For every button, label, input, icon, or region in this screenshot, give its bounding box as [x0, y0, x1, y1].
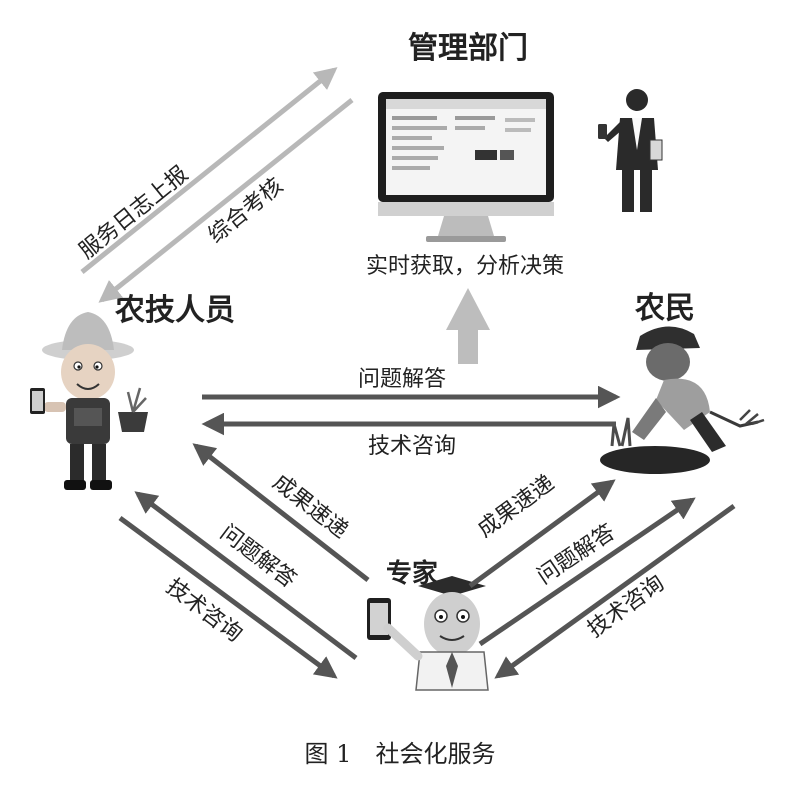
- figure-caption: 图 1 社会化服务: [305, 740, 496, 768]
- arrow-realtime-up-shaft: [458, 330, 478, 364]
- arrow-comprehensive-assessment: [98, 98, 354, 303]
- label-problem-answer-horizontal: 问题解答: [358, 367, 446, 392]
- farmer-figure-illustration: [600, 326, 765, 474]
- label-tech-consult-horizontal: 技术咨询: [368, 434, 456, 459]
- farmer-title: 农民: [634, 291, 695, 326]
- computer-monitor-illustration: [378, 92, 554, 242]
- label-realtime-analysis: 实时获取，分析决策: [366, 254, 564, 279]
- technician-figure-illustration: [30, 312, 148, 490]
- label-service-log-report: 服务日志上报: [75, 162, 193, 265]
- arrow-expert-to-farmer-answer: [478, 497, 696, 647]
- arrow-expert-to-farmer-results: [468, 479, 616, 589]
- arrow-realtime-up-head: [446, 288, 490, 330]
- arrow-technician-to-expert-consult: [118, 515, 338, 679]
- manager-figure-illustration: [598, 89, 663, 212]
- management-title: 管理部门: [408, 31, 528, 66]
- label-tech-consult-left: 技术咨询: [161, 574, 246, 647]
- expert-figure-illustration: [367, 576, 489, 691]
- arrow-farmer-to-expert-consult: [494, 503, 736, 679]
- arrow-expert-to-technician-results: [192, 443, 370, 582]
- technician-title: 农技人员: [114, 293, 235, 328]
- arrow-service-log-report: [80, 67, 338, 274]
- arrow-expert-to-technician-answer: [134, 491, 358, 660]
